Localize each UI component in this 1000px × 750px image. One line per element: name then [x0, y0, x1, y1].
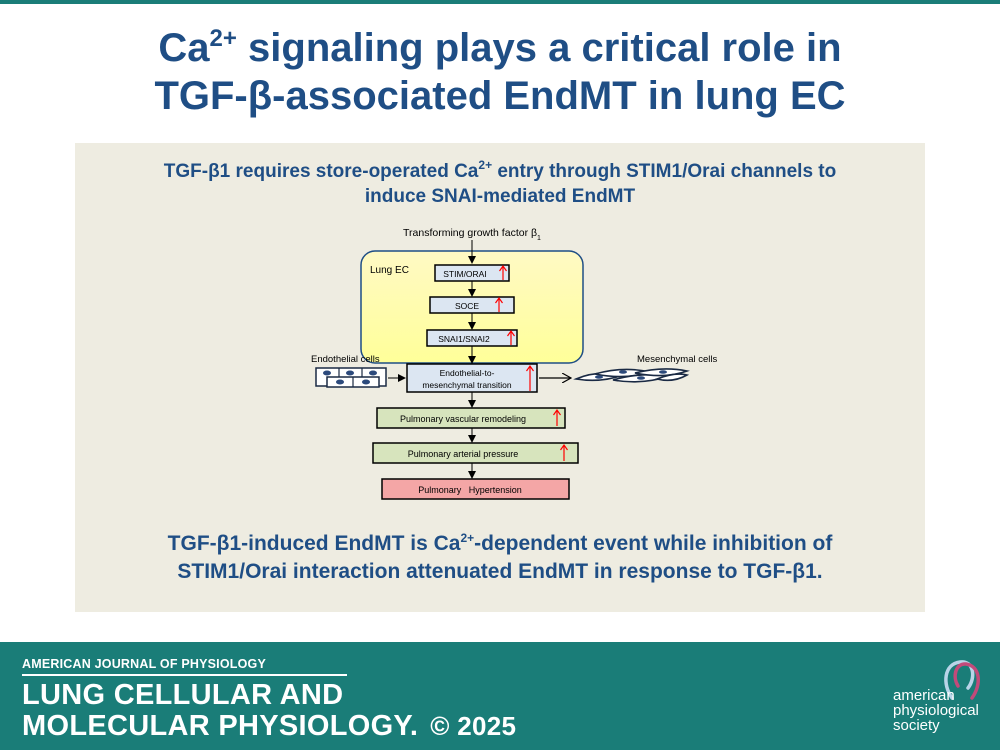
step-snai — [426, 329, 518, 347]
panel-conclusion: TGF-β1-induced EndMT is Ca2+-dependent e… — [75, 530, 925, 586]
step-soce-label: SOCE — [455, 301, 479, 311]
mesenchymal-nuclei — [595, 370, 667, 380]
step-stim-orai-label: STIM/ORAI — [443, 269, 486, 279]
mesenchymal-cell — [654, 373, 690, 382]
step-soce — [429, 296, 515, 314]
increase-arrow-pressure — [560, 443, 568, 461]
title-line-1: Ca2+ signaling plays a critical role in — [158, 25, 842, 70]
journal-title-line-2: MOLECULAR PHYSIOLOGY.© 2025 — [22, 710, 517, 742]
journal-series-name: AMERICAN JOURNAL OF PHYSIOLOGY — [22, 657, 266, 671]
increase-arrow-remodeling — [553, 408, 561, 426]
endmt-pathway-diagram: Transforming growth factor β1 Lung EC ST… — [311, 227, 717, 500]
step-hypertension-label: Pulmonary Hypertension — [418, 485, 522, 495]
journal-title: LUNG CELLULAR AND MOLECULAR PHYSIOLOGY.©… — [22, 680, 516, 742]
input-label: Transforming growth factor β1 — [403, 227, 541, 242]
step-endmt — [406, 363, 538, 393]
step-pressure — [372, 442, 579, 464]
step-pressure-label: Pulmonary arterial pressure — [408, 449, 519, 459]
increase-arrow-stim-orai — [499, 264, 507, 280]
panel-heading-line-2: induce SNAI-mediated EndMT — [364, 186, 636, 207]
mesenchymal-cells-illustration — [573, 368, 690, 383]
step-endmt-label-2: mesenchymal transition — [422, 380, 512, 390]
mesenchymal-cells-label: Mesenchymal cells — [637, 354, 717, 365]
society-name: american physiological society — [893, 688, 979, 733]
aps-logo-icon — [944, 660, 980, 700]
journal-divider — [22, 674, 347, 676]
endothelial-cell-nucleus — [369, 370, 377, 376]
endothelial-cells-label: Endothelial cells — [311, 354, 380, 365]
slide-title: Ca2+ signaling plays a critical role in … — [0, 24, 1000, 120]
panel-heading: TGF-β1 requires store-operated Ca2+ entr… — [75, 159, 925, 209]
mesenchymal-cell-nucleus — [637, 376, 645, 380]
endothelial-cell-nucleus — [323, 370, 331, 376]
summary-panel: TGF-β1 requires store-operated Ca2+ entr… — [75, 143, 925, 612]
journal-footer: AMERICAN JOURNAL OF PHYSIOLOGY LUNG CELL… — [0, 642, 1000, 750]
step-hypertension — [381, 478, 570, 500]
copyright-notice: © 2025 — [430, 711, 517, 741]
step-remodeling — [376, 407, 566, 429]
society-name-line-2: physiological — [893, 702, 979, 719]
increase-arrow-snai — [507, 329, 515, 345]
increase-arrow-soce — [495, 296, 503, 312]
society-name-line-1: american — [893, 687, 955, 704]
panel-conclusion-line-1: TGF-β1-induced EndMT is Ca2+-dependent e… — [167, 531, 833, 555]
increase-arrow-endmt — [526, 364, 534, 391]
step-remodeling-label: Pulmonary vascular remodeling — [400, 414, 526, 424]
endothelial-cell-nucleus — [362, 379, 370, 385]
step-endmt-label-1: Endothelial-to- — [440, 368, 495, 378]
mesenchymal-cell-nucleus — [595, 375, 603, 379]
society-name-line-3: society — [893, 717, 940, 734]
endothelial-cell-nucleus — [346, 370, 354, 376]
lung-ec-label: Lung EC — [370, 265, 409, 276]
mesenchymal-cell-nucleus — [619, 370, 627, 374]
title-line-2: TGF-β-associated EndMT in lung EC — [154, 74, 846, 118]
step-stim-orai — [434, 264, 510, 282]
panel-heading-line-1: TGF-β1 requires store-operated Ca2+ entr… — [163, 158, 837, 182]
endothelial-cell-nucleus — [336, 379, 344, 385]
endothelial-cells-illustration — [315, 367, 387, 388]
mesenchymal-cell-nucleus — [659, 370, 667, 374]
top-rule — [0, 0, 1000, 4]
panel-conclusion-line-2: STIM1/Orai interaction attenuated EndMT … — [177, 560, 823, 583]
journal-title-line-1: LUNG CELLULAR AND — [22, 679, 344, 711]
step-snai-label: SNAI1/SNAI2 — [438, 334, 490, 344]
